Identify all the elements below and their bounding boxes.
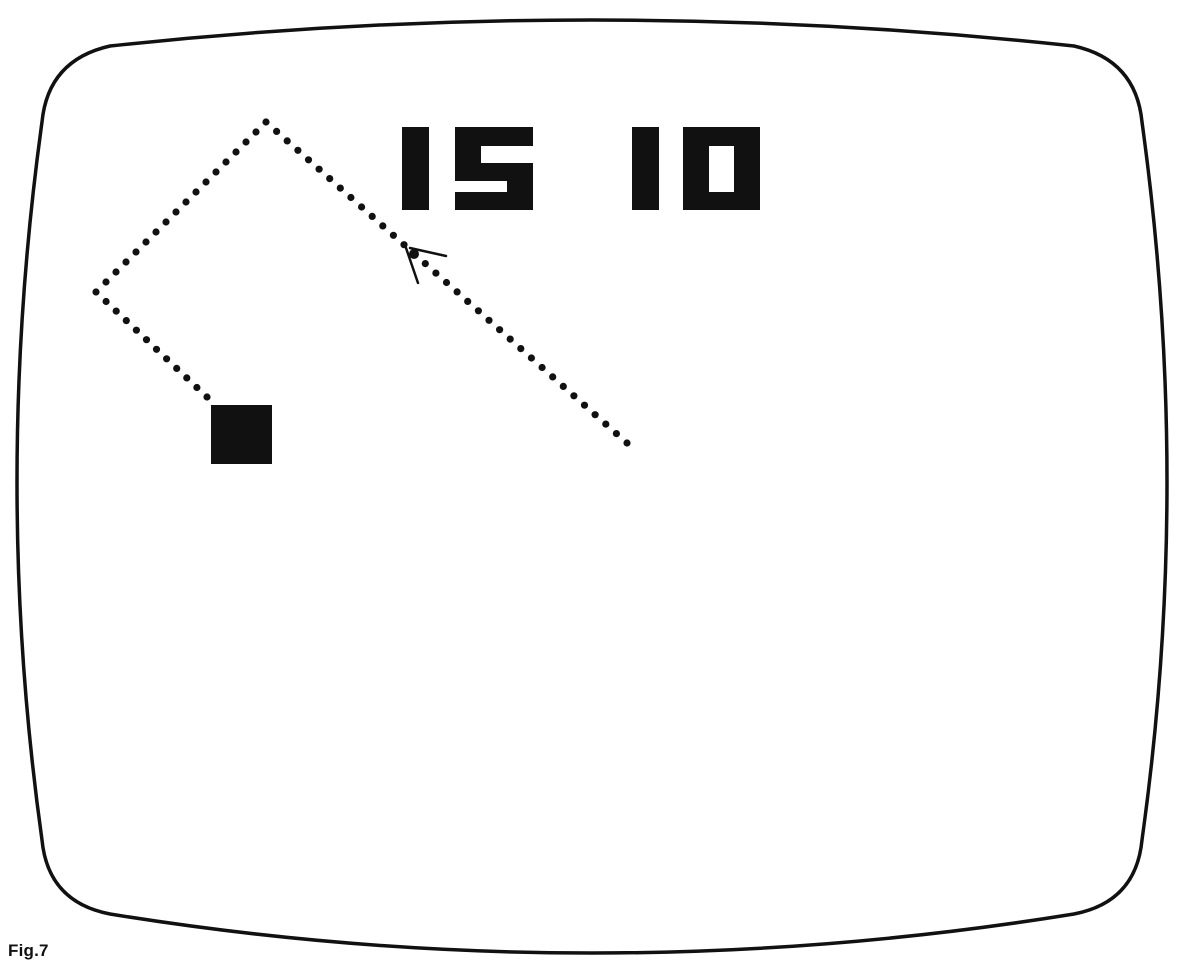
trail-dot [203,393,210,400]
trail-dot [581,402,588,409]
trail-dot [132,248,139,255]
trail-dot [443,279,450,286]
trail-dot [113,308,120,315]
figure-label: Fig.7 [8,941,49,961]
trail-dot [496,326,503,333]
trail-dot [103,298,110,305]
screen-outline [17,20,1167,953]
trail-dot [560,383,567,390]
trail-dot [422,260,429,267]
trail-dot [192,188,199,195]
right-score-digit-one [632,127,659,210]
trail-dot [475,307,482,314]
trail-dot [262,118,269,125]
player-block [211,405,272,464]
trail-dot [193,384,200,391]
trail-dot [432,270,439,277]
trail-dot [358,203,365,210]
trail-dot [252,128,259,135]
trail-dot [485,317,492,324]
trail-dot [623,439,630,446]
trail-dot [183,374,190,381]
left-score [402,127,533,210]
trail-dot [539,364,546,371]
trail-dot [122,258,129,265]
trail-dot [316,166,323,173]
trail-dot [326,175,333,182]
trail-dot [172,208,179,215]
trail-dot [369,213,376,220]
trail-dot [528,354,535,361]
trail-dot [517,345,524,352]
trail-dot [232,148,239,155]
trail-dot [102,278,109,285]
trail-dot [507,336,514,343]
trail-dot [613,430,620,437]
trail-dot [390,232,397,239]
trail-dot [337,185,344,192]
trail-dot [242,138,249,145]
trail-dot [592,411,599,418]
trail-dot [212,168,219,175]
trail-dot [202,178,209,185]
trail-dot [379,222,386,229]
trail-dot [294,147,301,154]
trail-dot [162,218,169,225]
trail-dot [123,317,130,324]
trail-dot [92,288,99,295]
trail-dot [152,228,159,235]
trail-dot [153,346,160,353]
trail-dot [602,421,609,428]
left-score-digit-five [455,127,533,210]
trail-dot [570,392,577,399]
trail-dot [464,298,471,305]
trail-dot [273,128,280,135]
trail-dot [112,268,119,275]
trail-dot [133,327,140,334]
trail-dot [284,137,291,144]
trail-dot [347,194,354,201]
trail-dot [549,373,556,380]
right-score [632,127,760,210]
trail-dot [142,238,149,245]
trail-dot [173,365,180,372]
trail-dot [222,158,229,165]
left-score-digit-one [402,127,429,210]
trail-dot [143,336,150,343]
trail-dot [163,355,170,362]
trail-dot [182,198,189,205]
trail-dot [305,156,312,163]
trail-dot [454,288,461,295]
